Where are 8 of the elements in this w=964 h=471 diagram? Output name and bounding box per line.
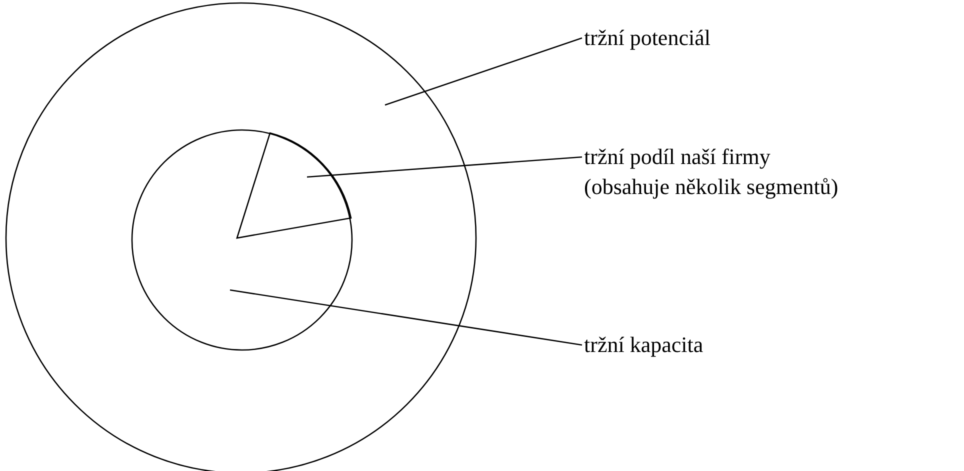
circle-region	[5, 2, 477, 471]
circle-region	[131, 129, 353, 351]
text-label: tržní kapacita	[584, 330, 884, 360]
leader-line	[230, 289, 582, 346]
leader-line	[384, 37, 582, 106]
text-label: tržní potenciál	[584, 23, 884, 53]
leader-line	[306, 156, 582, 178]
text-label: tržní podíl naší firmy (obsahuje několik segmentů)	[584, 142, 846, 202]
